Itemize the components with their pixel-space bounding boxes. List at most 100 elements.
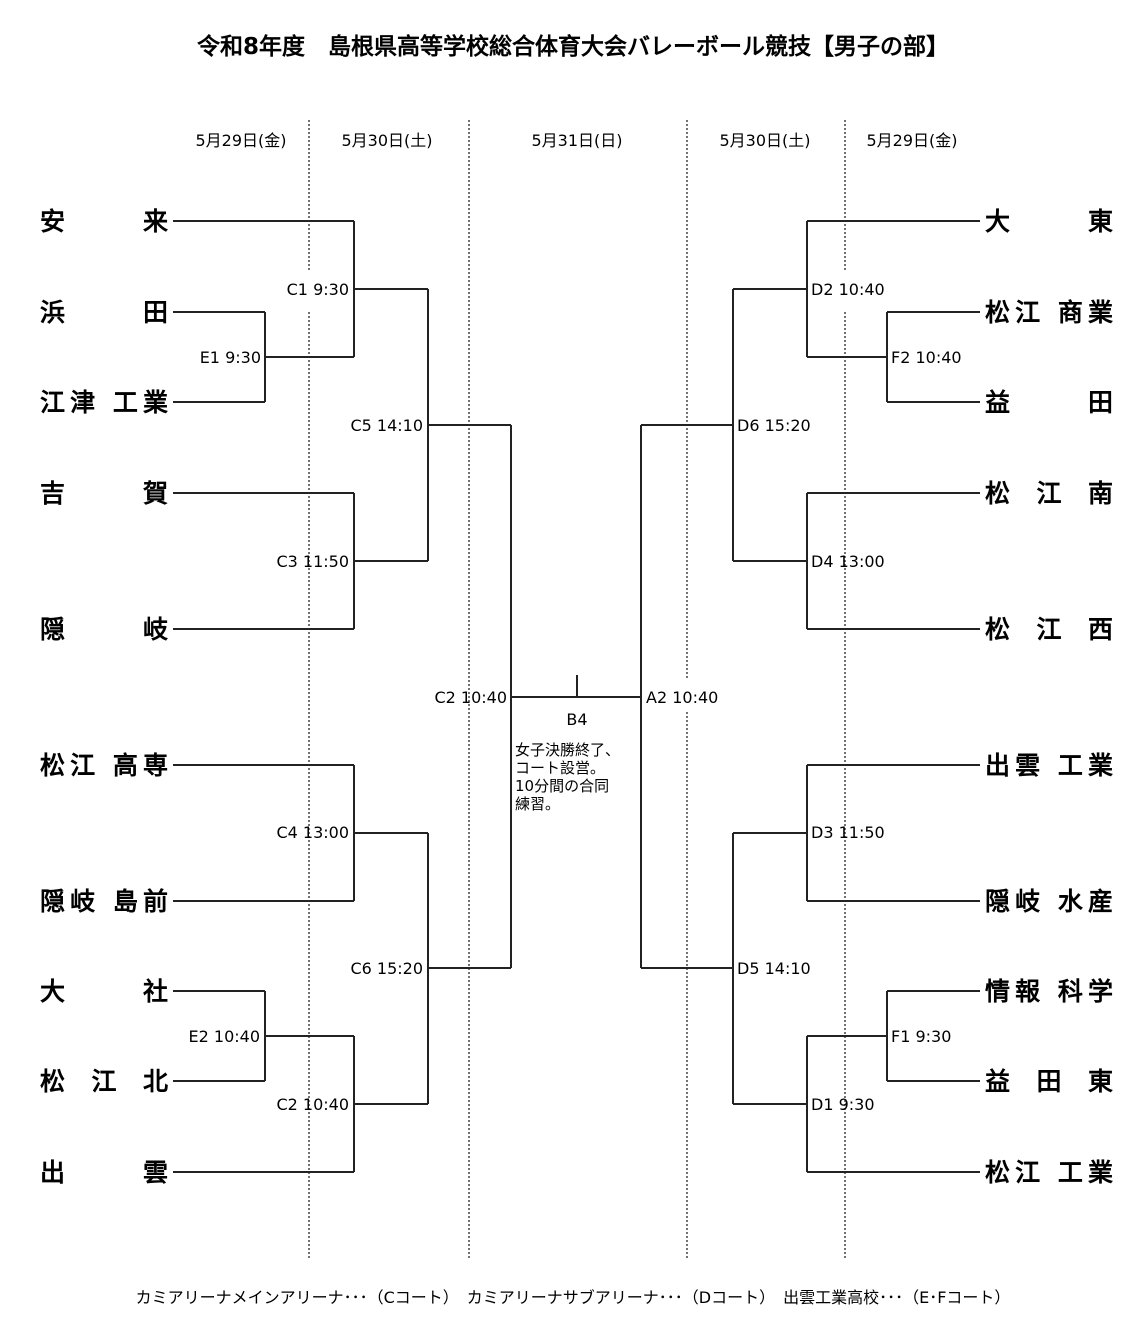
match-label-f2: F2 10:40 bbox=[891, 348, 962, 367]
team-name-char: 賀 bbox=[142, 479, 168, 508]
team-right-7: 情報科学 bbox=[985, 977, 1113, 1006]
team-name-char: 松 bbox=[985, 615, 1010, 644]
team-name-char: 高 bbox=[113, 751, 138, 780]
team-name-char: 東 bbox=[1088, 1067, 1113, 1096]
team-name-char: 岐 bbox=[1015, 887, 1041, 916]
team-name-char: 来 bbox=[143, 207, 169, 236]
team-name-char: 工 bbox=[113, 388, 138, 417]
team-name-char: 商 bbox=[1058, 298, 1083, 327]
team-right-8: 益田東 bbox=[985, 1067, 1113, 1096]
team-right-2: 益田 bbox=[985, 388, 1113, 417]
team-left-8: 松江北 bbox=[40, 1067, 168, 1096]
match-label-d6: D6 15:20 bbox=[737, 416, 811, 435]
match-label-e1: E1 9:30 bbox=[200, 348, 261, 367]
team-name-char: 松 bbox=[40, 1067, 65, 1096]
match-label-d2: D2 10:40 bbox=[811, 280, 885, 299]
team-name-char: 科 bbox=[1058, 977, 1083, 1006]
team-name-char: 浜 bbox=[40, 298, 65, 327]
match-label-d4: D4 13:00 bbox=[811, 552, 885, 571]
team-name-char: 松 bbox=[985, 298, 1010, 327]
team-name-char: 吉 bbox=[40, 479, 65, 508]
team-name-char: 出 bbox=[40, 1158, 65, 1187]
date-left-r2: 5月30日(土) bbox=[341, 131, 432, 150]
team-right-1: 松江商業 bbox=[985, 298, 1113, 327]
match-label-d5: D5 14:10 bbox=[737, 959, 811, 978]
final-match-label: B4 bbox=[566, 710, 587, 729]
team-name-char: 隠 bbox=[40, 615, 65, 644]
team-name-char: 津 bbox=[70, 388, 95, 417]
team-name-char: 情 bbox=[985, 977, 1010, 1006]
team-left-5: 松江高専 bbox=[40, 751, 168, 780]
match-label-c2-left: C2 10:40 bbox=[276, 1095, 349, 1114]
team-name-char: 江 bbox=[40, 388, 65, 417]
date-right-r1: 5月29日(金) bbox=[866, 131, 957, 150]
match-label-c6: C6 15:20 bbox=[350, 959, 423, 978]
match-label-c5: C5 14:10 bbox=[350, 416, 423, 435]
team-left-1: 浜田 bbox=[40, 298, 168, 327]
match-label-c3: C3 11:50 bbox=[276, 552, 349, 571]
match-label-c1: C1 9:30 bbox=[287, 280, 349, 299]
date-center: 5月31日(日) bbox=[531, 131, 622, 150]
team-name-char: 出 bbox=[985, 751, 1010, 780]
team-name-char: 江 bbox=[1036, 479, 1061, 508]
final-note-line-4: 練習。 bbox=[515, 795, 560, 813]
match-label-a2: A2 10:40 bbox=[646, 688, 718, 707]
team-name-char: 江 bbox=[91, 1067, 116, 1096]
team-left-7: 大社 bbox=[40, 977, 168, 1006]
team-name-char: 業 bbox=[143, 388, 168, 417]
team-name-char: 江 bbox=[1036, 615, 1061, 644]
final-note-line-3: 10分間の合同 bbox=[515, 777, 609, 795]
team-name-char: 東 bbox=[1088, 207, 1113, 236]
team-name-char: 島 bbox=[113, 887, 138, 916]
match-label-d1: D1 9:30 bbox=[811, 1095, 875, 1114]
team-right-6: 隠岐水産 bbox=[985, 887, 1113, 916]
team-right-4: 松江西 bbox=[985, 615, 1113, 644]
team-name-char: 西 bbox=[1088, 615, 1113, 644]
team-right-3: 松江南 bbox=[985, 479, 1113, 508]
team-left-2: 江津工業 bbox=[40, 388, 168, 417]
team-left-6: 隠岐島前 bbox=[40, 887, 168, 916]
team-name-char: 江 bbox=[1015, 298, 1040, 327]
team-name-char: 前 bbox=[143, 887, 168, 916]
team-right-0: 大東 bbox=[985, 207, 1113, 236]
match-label-f1: F1 9:30 bbox=[891, 1027, 951, 1046]
team-name-char: 大 bbox=[40, 977, 65, 1006]
team-name-char: 田 bbox=[1088, 388, 1113, 417]
team-name-char: 報 bbox=[1015, 977, 1041, 1006]
team-name-char: 岐 bbox=[143, 615, 169, 644]
final-note-line-2: コート設営。 bbox=[515, 759, 605, 777]
team-name-char: 雲 bbox=[143, 1158, 168, 1187]
team-name-char: 大 bbox=[985, 207, 1010, 236]
date-left-r1: 5月29日(金) bbox=[195, 131, 286, 150]
team-name-char: 専 bbox=[143, 751, 168, 780]
team-name-char: 工 bbox=[1058, 1158, 1083, 1187]
team-right-9: 松江工業 bbox=[985, 1158, 1113, 1187]
team-name-char: 学 bbox=[1088, 977, 1113, 1006]
team-name-char: 工 bbox=[1058, 751, 1083, 780]
team-left-3: 吉賀 bbox=[40, 479, 168, 508]
team-name-char: 松 bbox=[985, 479, 1010, 508]
team-name-char: 隠 bbox=[985, 887, 1010, 916]
match-label-d3: D3 11:50 bbox=[811, 823, 885, 842]
team-name-char: 江 bbox=[70, 751, 95, 780]
team-name-char: 江 bbox=[1015, 1158, 1040, 1187]
team-name-char: 安 bbox=[40, 207, 65, 236]
team-name-char: 田 bbox=[1036, 1067, 1061, 1096]
match-label-c2-semi: C2 10:40 bbox=[434, 688, 507, 707]
team-name-char: 岐 bbox=[70, 887, 96, 916]
team-name-char: 隠 bbox=[40, 887, 65, 916]
team-name-char: 産 bbox=[1088, 887, 1113, 916]
team-name-char: 社 bbox=[143, 977, 168, 1006]
team-left-9: 出雲 bbox=[40, 1158, 168, 1187]
team-name-char: 北 bbox=[143, 1067, 168, 1096]
team-left-4: 隠岐 bbox=[40, 615, 169, 644]
team-name-char: 業 bbox=[1088, 298, 1113, 327]
date-right-r2: 5月30日(土) bbox=[719, 131, 810, 150]
page-title: 令和8年度 島根県高等学校総合体育大会バレーボール競技【男子の部】 bbox=[197, 33, 949, 60]
team-name-char: 雲 bbox=[1015, 751, 1040, 780]
team-name-char: 松 bbox=[40, 751, 65, 780]
team-name-char: 水 bbox=[1058, 887, 1084, 916]
team-name-char: 益 bbox=[985, 1067, 1010, 1096]
team-name-char: 業 bbox=[1088, 751, 1113, 780]
